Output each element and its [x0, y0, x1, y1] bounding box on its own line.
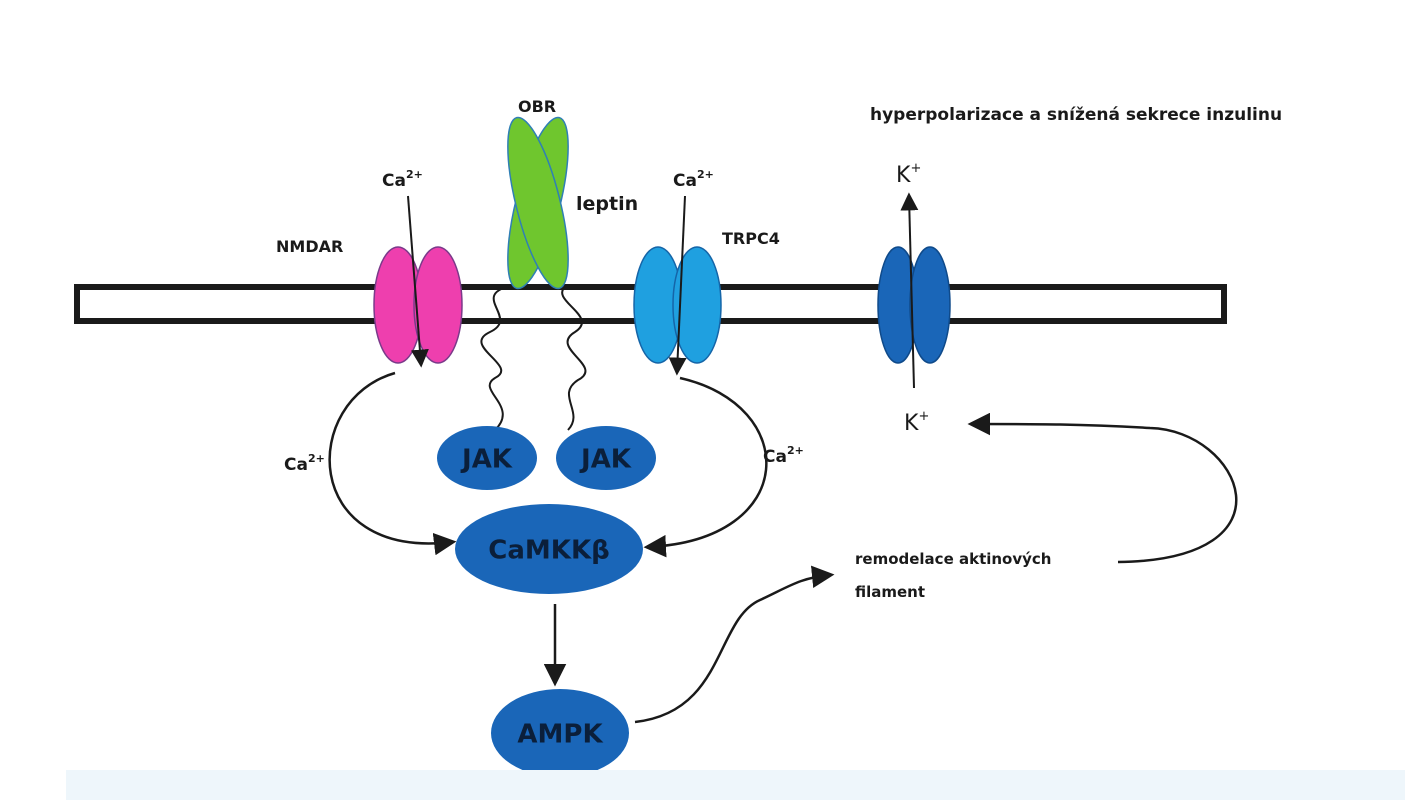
- obr-to-jak-right-link: [561, 285, 587, 431]
- ampk-to-remodel-arrow: [634, 565, 835, 724]
- hyperpolarization-label: hyperpolarizace a snížená sekrece inzuli…: [870, 105, 1282, 125]
- trpc4-to-camkk-arrow: [643, 376, 768, 558]
- jak-right-node: [556, 426, 656, 490]
- jak-left-label: JAK: [460, 445, 513, 475]
- ca-ion-label-left-curve: Ca2+: [284, 452, 325, 475]
- leptin-label: leptin: [576, 193, 638, 215]
- ca-influx-arrow-nmdar: [407, 195, 429, 368]
- remodel-to-k-arrow: [967, 412, 1238, 564]
- remodel-label-line2: filament: [855, 583, 925, 601]
- obr-receptor: [507, 116, 569, 290]
- k-efflux-arrow: [900, 192, 919, 389]
- trpc4-label: TRPC4: [722, 229, 780, 248]
- bottom-caption-band: [66, 770, 1405, 800]
- k-ion-label-top: K+: [896, 161, 921, 188]
- jak-left-node: [437, 426, 537, 490]
- ca-influx-arrow-trpc4: [668, 195, 687, 376]
- nmdar-channel: [373, 246, 463, 364]
- ampk-node: [491, 689, 629, 777]
- obr-label: OBR: [518, 97, 556, 116]
- ca-ion-label-trpc4-top: Ca2+: [673, 168, 714, 191]
- camkk-label: CaMKKβ: [488, 536, 609, 566]
- obr-to-jak-left-link: [480, 285, 511, 431]
- trpc4-channel: [633, 246, 722, 364]
- k-ion-label-bottom: K+: [904, 409, 929, 436]
- camkk-node: [455, 504, 643, 594]
- nmdar-to-camkk-arrow: [328, 371, 457, 556]
- ca-ion-label-nmdar-top: Ca2+: [382, 168, 423, 191]
- ca-ion-label-right-curve: Ca2+: [763, 444, 804, 467]
- k-channel: [877, 246, 951, 364]
- jak-right-label: JAK: [579, 445, 632, 475]
- ampk-label: AMPK: [517, 720, 603, 750]
- nmdar-label: NMDAR: [276, 237, 343, 256]
- remodel-label-line1: remodelace aktinových: [855, 550, 1052, 568]
